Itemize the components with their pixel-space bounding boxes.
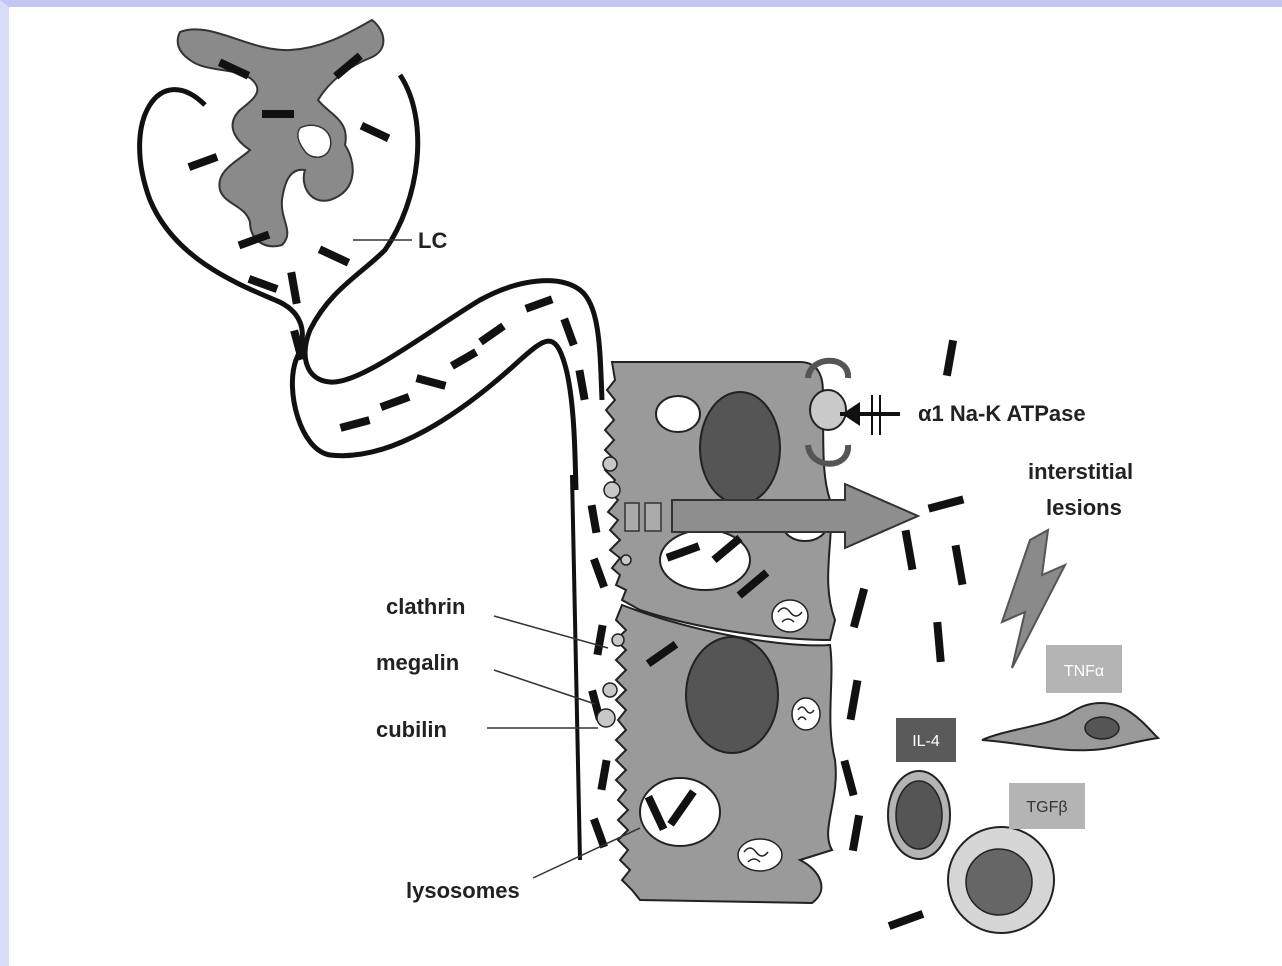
label-clathrin: clathrin (386, 594, 465, 619)
lymphocyte (888, 771, 950, 859)
glomerular-tuft (178, 20, 384, 246)
label-lesions: lesions (1046, 495, 1122, 520)
tag-il4: IL-4 (896, 718, 956, 762)
glomerulus (140, 20, 602, 490)
label-interstitial: interstitial (1028, 459, 1133, 484)
label-megalin: megalin (376, 650, 459, 675)
vesicle (656, 396, 700, 432)
tag-tgf: TGFβ (1009, 783, 1085, 829)
svg-text:IL-4: IL-4 (912, 733, 940, 750)
tag-tnf: TNFα (1046, 645, 1122, 693)
label-cubilin: cubilin (376, 717, 447, 742)
label-lysosomes: lysosomes (406, 878, 520, 903)
label-lc: LC (418, 228, 447, 253)
epithelial-cells (597, 362, 836, 903)
svg-text:TNFα: TNFα (1064, 663, 1104, 680)
nucleus-upper (700, 392, 780, 504)
fibroblast (982, 703, 1158, 750)
svg-text:TGFβ: TGFβ (1026, 799, 1067, 816)
nucleus-lower (686, 637, 778, 753)
bowman-capsule (140, 75, 602, 490)
label-atpase: α1 Na-K ATPase (918, 401, 1086, 426)
luminal-membrane-line (572, 475, 580, 860)
macrophage (948, 827, 1054, 933)
